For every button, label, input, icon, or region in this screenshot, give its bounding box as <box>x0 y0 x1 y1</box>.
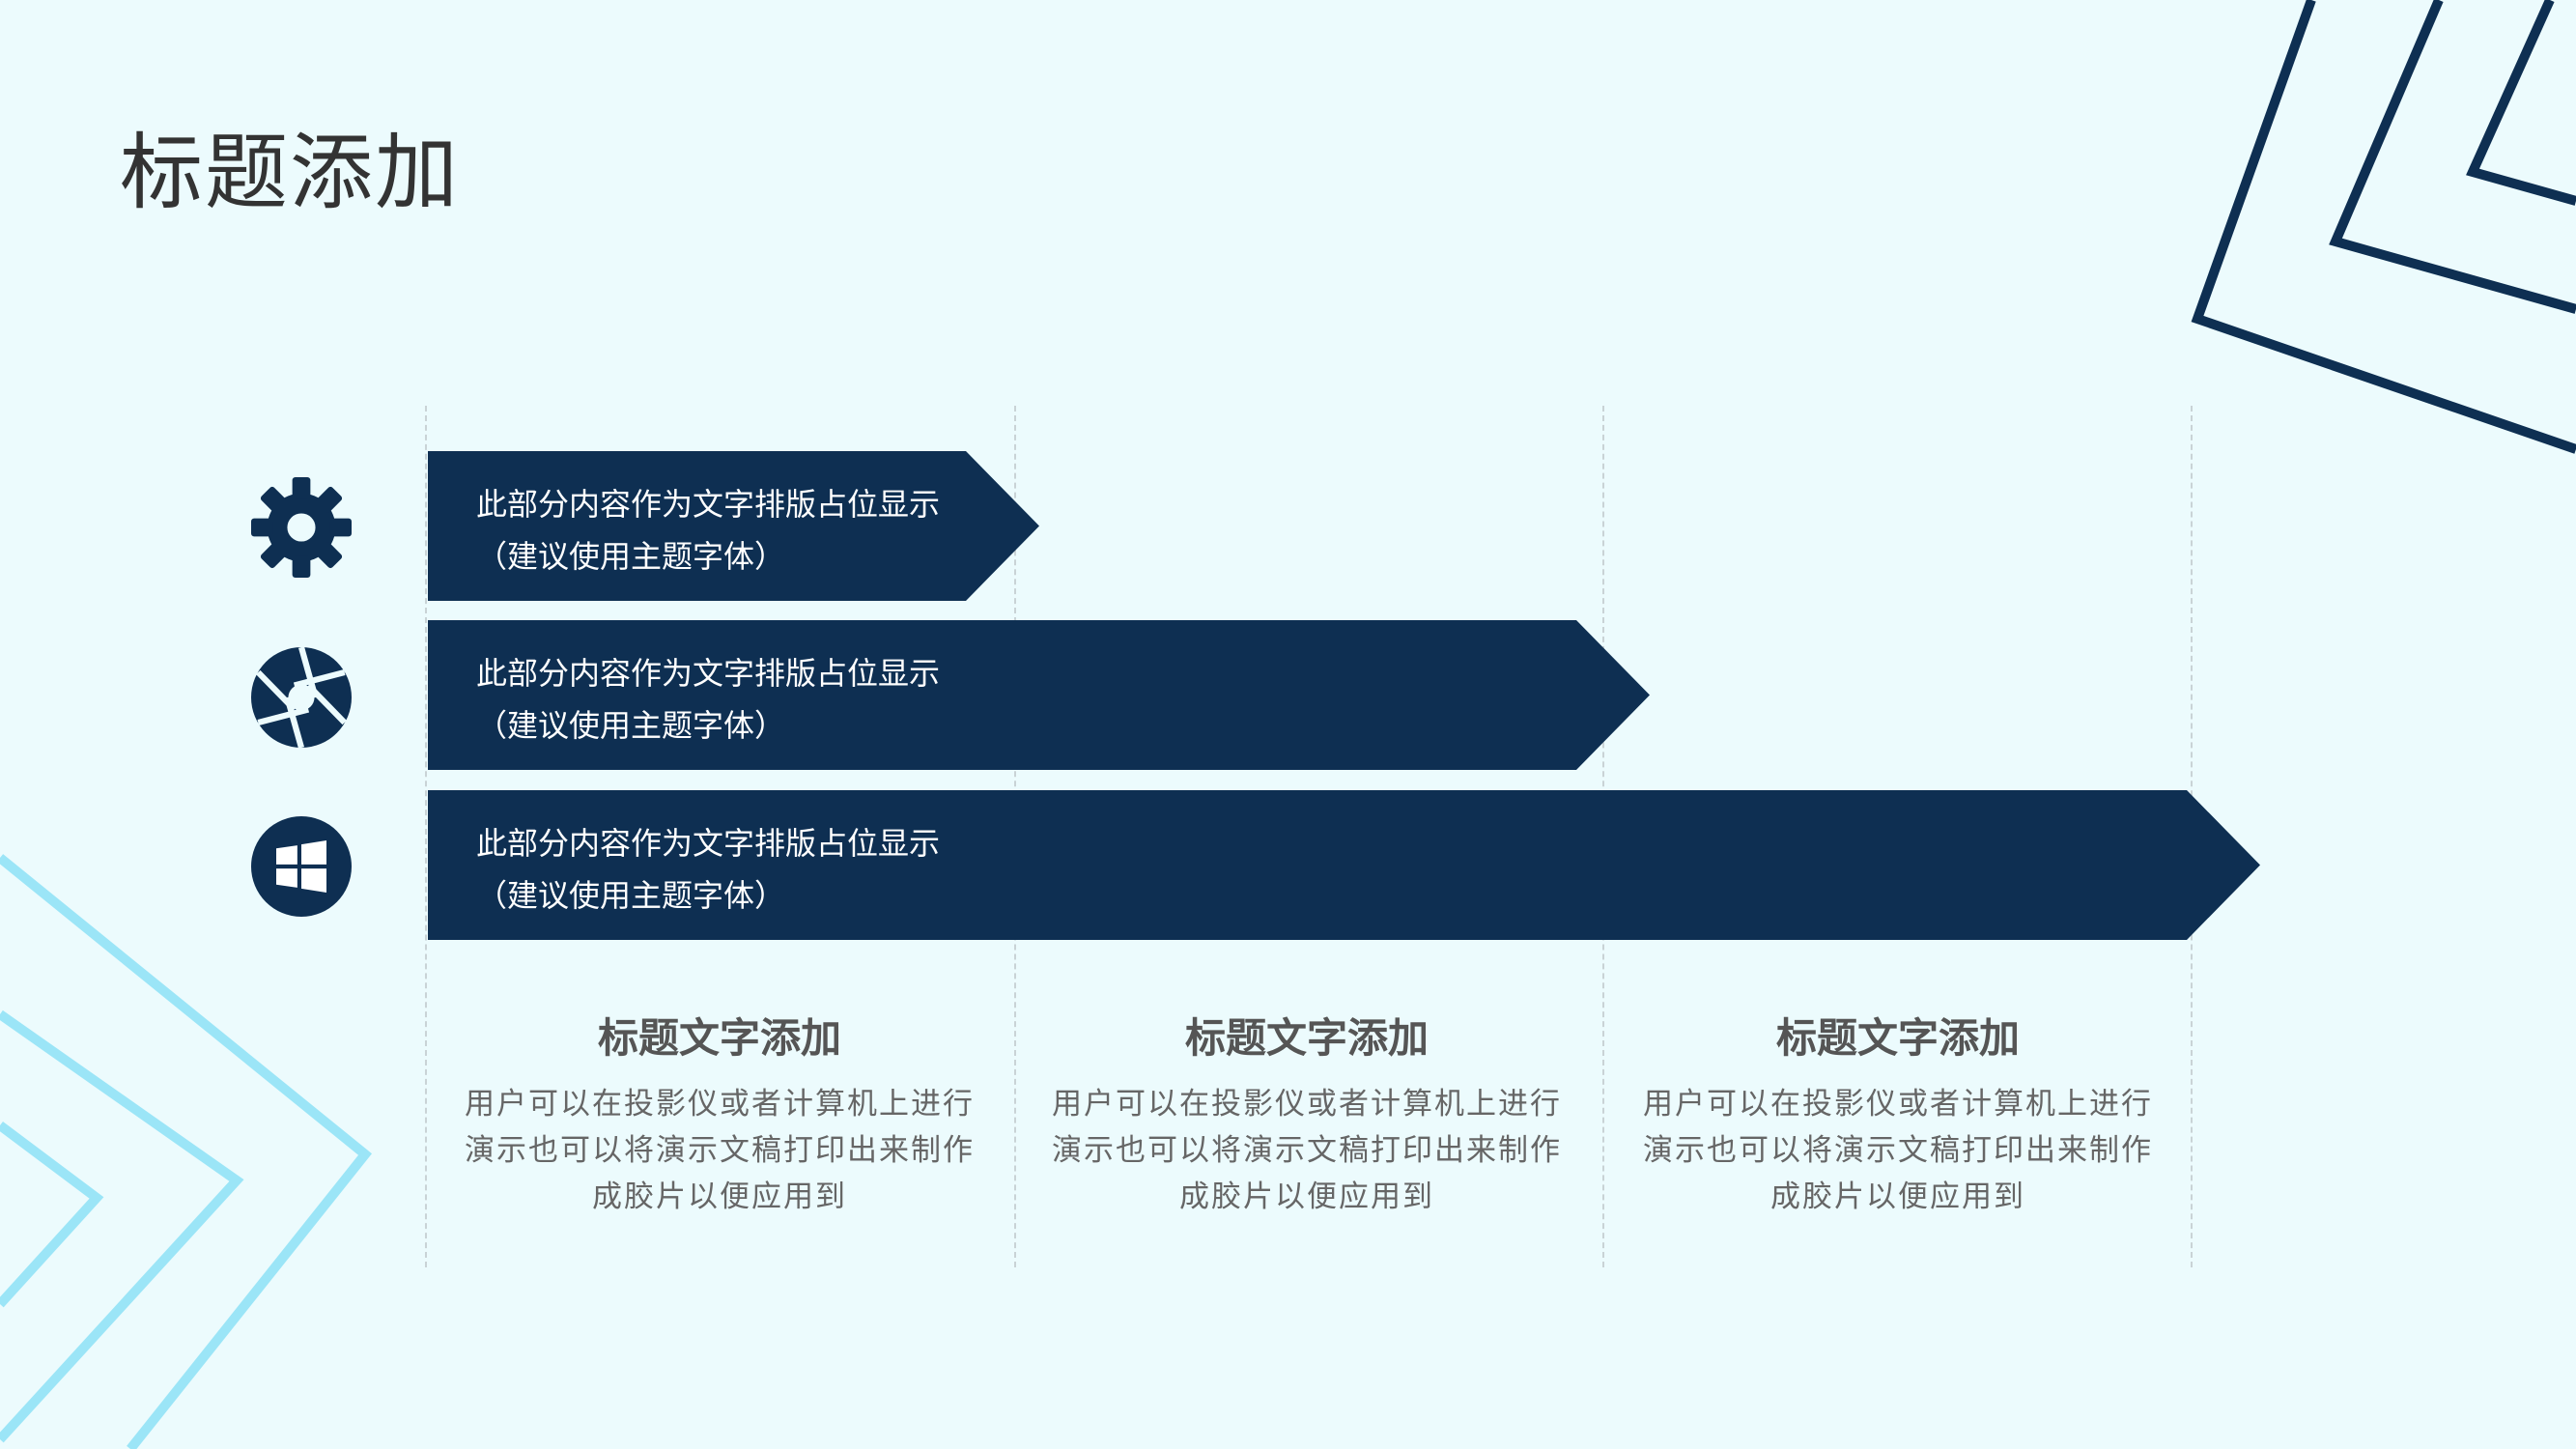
column-description: 用户可以在投影仪或者计算机上进行演示也可以将演示文稿打印出来制作成胶片以便应用到 <box>465 1087 975 1214</box>
arrow-text-line2: （建议使用主题字体） <box>476 707 786 744</box>
arrow-text-1: 此部分内容作为文字排版占位显示 （建议使用主题字体） <box>476 478 940 582</box>
column-title: 标题文字添加 <box>1184 1014 1429 1062</box>
column-description: 用户可以在投影仪或者计算机上进行演示也可以将演示文稿打印出来制作成胶片以便应用到 <box>1052 1087 1562 1214</box>
arrow-text-line1: 此部分内容作为文字排版占位显示 <box>476 486 941 523</box>
chevron-outer-left <box>0 854 372 1449</box>
grid-line <box>425 406 427 1267</box>
chevron-middle <box>2329 0 2576 314</box>
arrow-text-line2: （建议使用主题字体） <box>476 538 786 575</box>
column-title: 标题文字添加 <box>1775 1014 2020 1062</box>
arrow-text-2: 此部分内容作为文字排版占位显示 （建议使用主题字体） <box>476 647 940 752</box>
windows-icon <box>251 816 352 917</box>
chevron-outer <box>2191 0 2576 454</box>
chevron-middle-left <box>0 1009 244 1443</box>
arrow-bar-1: 此部分内容作为文字排版占位显示 （建议使用主题字体） <box>428 451 1039 601</box>
chevron-inner-left <box>0 1122 104 1308</box>
column-title: 标题文字添加 <box>597 1014 841 1062</box>
arrow-bar-2: 此部分内容作为文字排版占位显示 （建议使用主题字体） <box>428 620 1650 770</box>
top-right-chevrons <box>2191 0 2576 454</box>
arrow-text-line1: 此部分内容作为文字排版占位显示 <box>476 655 941 692</box>
column-description: 用户可以在投影仪或者计算机上进行演示也可以将演示文稿打印出来制作成胶片以便应用到 <box>1643 1087 2153 1214</box>
text-column-2: 标题文字添加 用户可以在投影仪或者计算机上进行演示也可以将演示文稿打印出来制作成… <box>1036 1009 1577 1220</box>
arrow-text-line1: 此部分内容作为文字排版占位显示 <box>476 825 941 862</box>
bottom-left-chevrons <box>0 854 372 1449</box>
text-column-3: 标题文字添加 用户可以在投影仪或者计算机上进行演示也可以将演示文稿打印出来制作成… <box>1628 1009 2168 1220</box>
arrow-bar-3: 此部分内容作为文字排版占位显示 （建议使用主题字体） <box>428 790 2260 940</box>
text-column-1: 标题文字添加 用户可以在投影仪或者计算机上进行演示也可以将演示文稿打印出来制作成… <box>449 1009 990 1220</box>
arrow-text-3: 此部分内容作为文字排版占位显示 （建议使用主题字体） <box>476 817 940 922</box>
chevron-inner <box>2466 0 2576 206</box>
gear-icon <box>251 477 352 578</box>
arrow-text-line2: （建议使用主题字体） <box>476 877 786 914</box>
page-title: 标题添加 <box>120 125 460 221</box>
aperture-icon <box>251 647 352 748</box>
